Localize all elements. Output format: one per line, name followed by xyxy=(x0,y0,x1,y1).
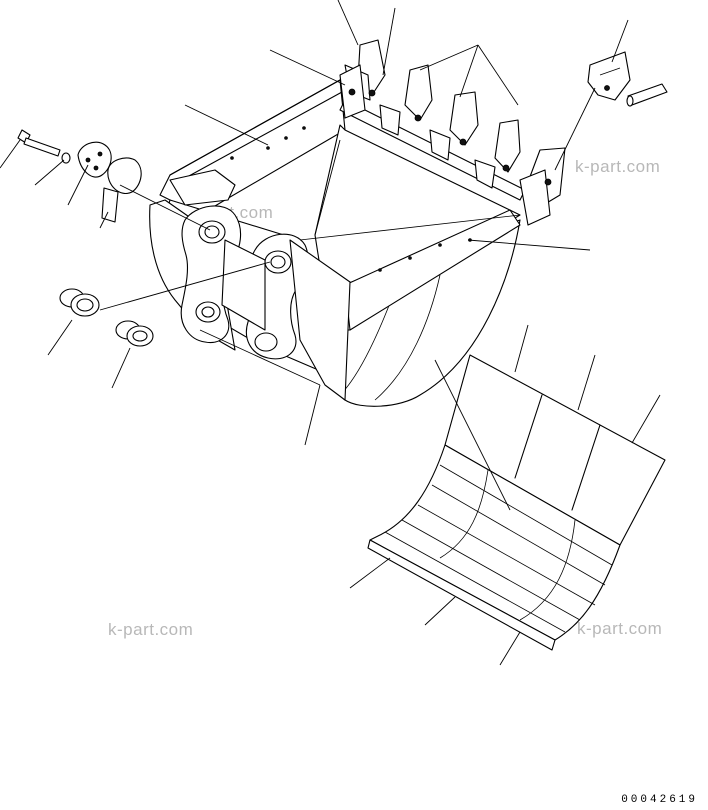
drawing-number: 00042619 xyxy=(621,794,698,806)
tooth-3 xyxy=(429,91,479,161)
shim xyxy=(101,157,142,223)
spare-tooth xyxy=(587,51,631,101)
shim-plate xyxy=(77,141,112,178)
bushing-2 xyxy=(115,320,154,347)
tooth-4 xyxy=(474,119,521,189)
watermark-3: k-part.com xyxy=(108,620,193,639)
bushing-1 xyxy=(59,288,100,317)
bolt xyxy=(17,129,61,157)
bucket-body xyxy=(149,79,521,407)
tooth-pin xyxy=(626,83,668,107)
wear-liner xyxy=(367,354,666,651)
cutting-edge xyxy=(339,39,566,226)
watermark-2: k-part.com xyxy=(575,157,660,176)
watermark-4: k-part.com xyxy=(577,619,662,638)
leader-lines xyxy=(0,0,661,666)
tooth-2 xyxy=(379,64,433,136)
washer xyxy=(61,152,71,164)
